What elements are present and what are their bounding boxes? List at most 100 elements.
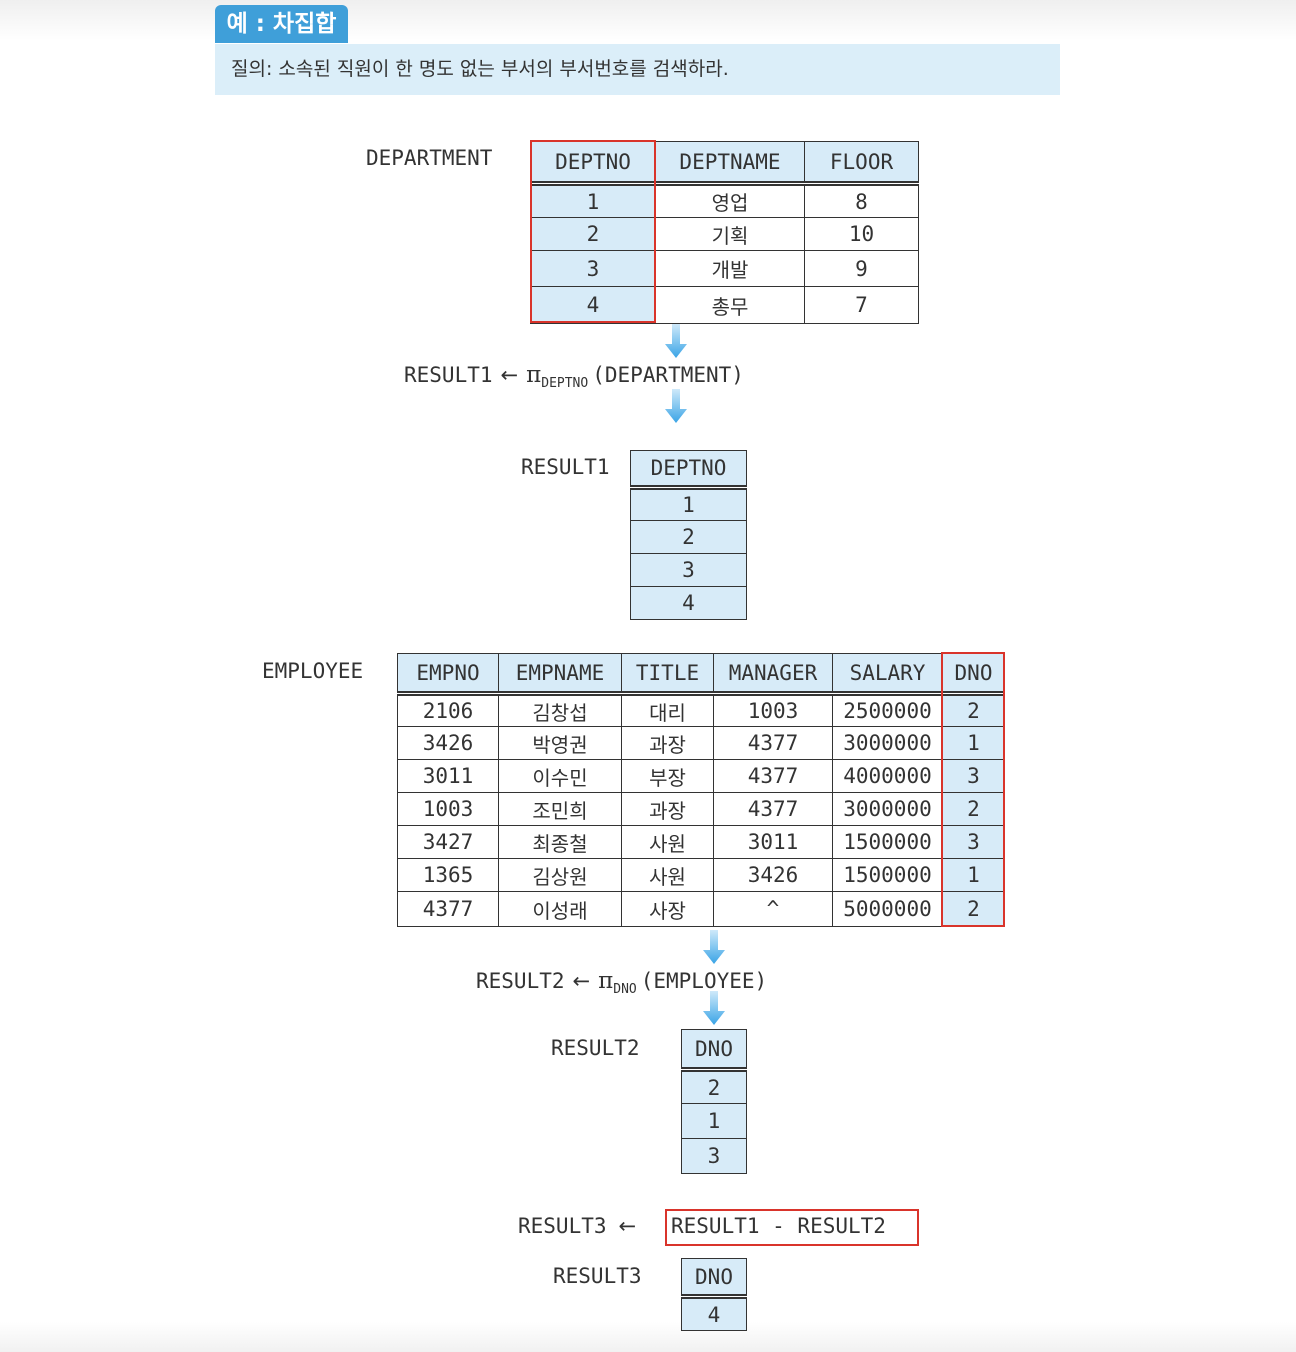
- table-row: 1: [681, 1103, 747, 1139]
- table-row: 4377 이성래 사장 ^ 5000000 2: [397, 891, 1005, 927]
- table-cell: 1: [530, 183, 656, 218]
- table-cell: 3: [942, 759, 1005, 793]
- table-row: 3427 최종철 사원 3011 1500000 3: [397, 825, 1005, 859]
- table-row: 4: [630, 586, 747, 620]
- table-cell: 2: [530, 217, 656, 251]
- result1-table: DEPTNO 1 2 3 4: [630, 450, 747, 620]
- table-cell: 3426: [397, 726, 499, 760]
- example-badge: 예 : 차집합: [215, 5, 348, 43]
- column-header: DNO: [681, 1029, 747, 1072]
- table-cell: 과장: [621, 792, 714, 826]
- table-cell: 9: [804, 250, 919, 287]
- table-cell: 부장: [621, 759, 714, 793]
- table-cell: 2106: [397, 693, 499, 727]
- table-cell: 3426: [713, 858, 833, 892]
- employee-label: EMPLOYEE: [262, 659, 364, 683]
- table-cell: 사장: [621, 891, 714, 927]
- result2-table: DNO 2 1 3: [681, 1029, 747, 1174]
- table-row: 4 총무 7: [530, 286, 919, 324]
- projection-expression-2: RESULT2 ← πDNO(EMPLOYEE): [476, 968, 768, 997]
- left-arrow-icon: ←: [572, 969, 591, 993]
- column-header: EMPNO: [397, 653, 499, 696]
- table-cell: 1: [630, 487, 747, 521]
- top-shade: [0, 0, 1296, 40]
- table-cell: 7: [804, 286, 919, 324]
- left-arrow-icon: ←: [500, 363, 519, 387]
- table-cell: 2: [942, 693, 1005, 727]
- table-cell: 1: [681, 1103, 747, 1139]
- result1-label: RESULT1: [521, 455, 610, 479]
- table-cell: 김창섭: [498, 693, 622, 727]
- table-cell: 1: [942, 726, 1005, 760]
- table-row: 3: [681, 1138, 747, 1174]
- table-cell: 2500000: [832, 693, 943, 727]
- result3-label: RESULT3: [553, 1264, 642, 1288]
- table-cell: 10: [804, 217, 919, 251]
- query-text: 질의: 소속된 직원이 한 명도 없는 부서의 부서번호를 검색하라.: [215, 44, 1060, 95]
- table-cell: 3: [942, 825, 1005, 859]
- down-arrow-icon: [703, 930, 725, 964]
- table-cell: 총무: [655, 286, 805, 324]
- table-cell: 1: [942, 858, 1005, 892]
- table-cell: 조민희: [498, 792, 622, 826]
- table-cell: 이성래: [498, 891, 622, 927]
- table-cell: 1500000: [832, 858, 943, 892]
- table-cell: 8: [804, 183, 919, 218]
- projection-attribute: DNO: [613, 982, 637, 997]
- table-cell: 3: [630, 553, 747, 587]
- expr-target: RESULT2: [476, 969, 565, 993]
- table-row: 1: [630, 487, 747, 521]
- table-cell: 1003: [397, 792, 499, 826]
- table-row: 1003 조민희 과장 4377 3000000 2: [397, 792, 1005, 826]
- table-cell: ^: [713, 891, 833, 927]
- table-cell: 4: [681, 1296, 747, 1331]
- column-header: EMPNAME: [498, 653, 622, 696]
- table-cell: 박영권: [498, 726, 622, 760]
- column-header: DNO: [681, 1258, 747, 1299]
- difference-body: RESULT1 - RESULT2: [671, 1214, 886, 1238]
- table-cell: 3: [681, 1138, 747, 1174]
- column-header: SALARY: [832, 653, 943, 696]
- deptno-highlight: [530, 140, 656, 323]
- table-cell: 1500000: [832, 825, 943, 859]
- table-cell: 4000000: [832, 759, 943, 793]
- column-header: TITLE: [621, 653, 714, 696]
- table-row: 3 개발 9: [530, 250, 919, 287]
- department-table: DEPTNO DEPTNAME FLOOR 1 영업 8 2 기획 10 3 개…: [530, 141, 919, 324]
- employee-table: EMPNO EMPNAME TITLE MANAGER SALARY DNO 2…: [397, 653, 1005, 927]
- pi-symbol: π: [526, 362, 542, 388]
- table-cell: 개발: [655, 250, 805, 287]
- result3-table: DNO 4: [681, 1258, 747, 1331]
- expr-argument: (EMPLOYEE): [640, 969, 768, 993]
- result2-label: RESULT2: [551, 1036, 640, 1060]
- down-arrow-icon: [665, 389, 687, 423]
- dno-highlight: [941, 652, 1005, 927]
- projection-attribute: DEPTNO: [541, 376, 589, 391]
- table-cell: 과장: [621, 726, 714, 760]
- pi-symbol: π: [598, 968, 614, 994]
- table-cell: 3427: [397, 825, 499, 859]
- table-cell: 2: [630, 520, 747, 554]
- column-header: DNO: [942, 653, 1005, 696]
- table-row: 3: [630, 553, 747, 587]
- table-cell: 2: [681, 1069, 747, 1104]
- table-cell: 4377: [397, 891, 499, 927]
- table-cell: 3: [530, 250, 656, 287]
- table-cell: 4: [630, 586, 747, 620]
- table-row: 1365 김상원 사원 3426 1500000 1: [397, 858, 1005, 892]
- table-cell: 이수민: [498, 759, 622, 793]
- column-header: DEPTNAME: [655, 141, 805, 186]
- down-arrow-icon: [665, 324, 687, 358]
- expr-argument: (DEPARTMENT): [592, 363, 744, 387]
- table-cell: 1365: [397, 858, 499, 892]
- department-label: DEPARTMENT: [366, 146, 493, 170]
- table-cell: 3011: [397, 759, 499, 793]
- bottom-shade: [0, 1322, 1296, 1352]
- table-cell: 최종철: [498, 825, 622, 859]
- column-header: DEPTNO: [530, 141, 656, 186]
- table-cell: 4377: [713, 726, 833, 760]
- projection-expression-1: RESULT1←πDEPTNO(DEPARTMENT): [404, 362, 744, 391]
- difference-expression: RESULT3←: [518, 1214, 648, 1238]
- table-row: 2: [630, 520, 747, 554]
- table-cell: 김상원: [498, 858, 622, 892]
